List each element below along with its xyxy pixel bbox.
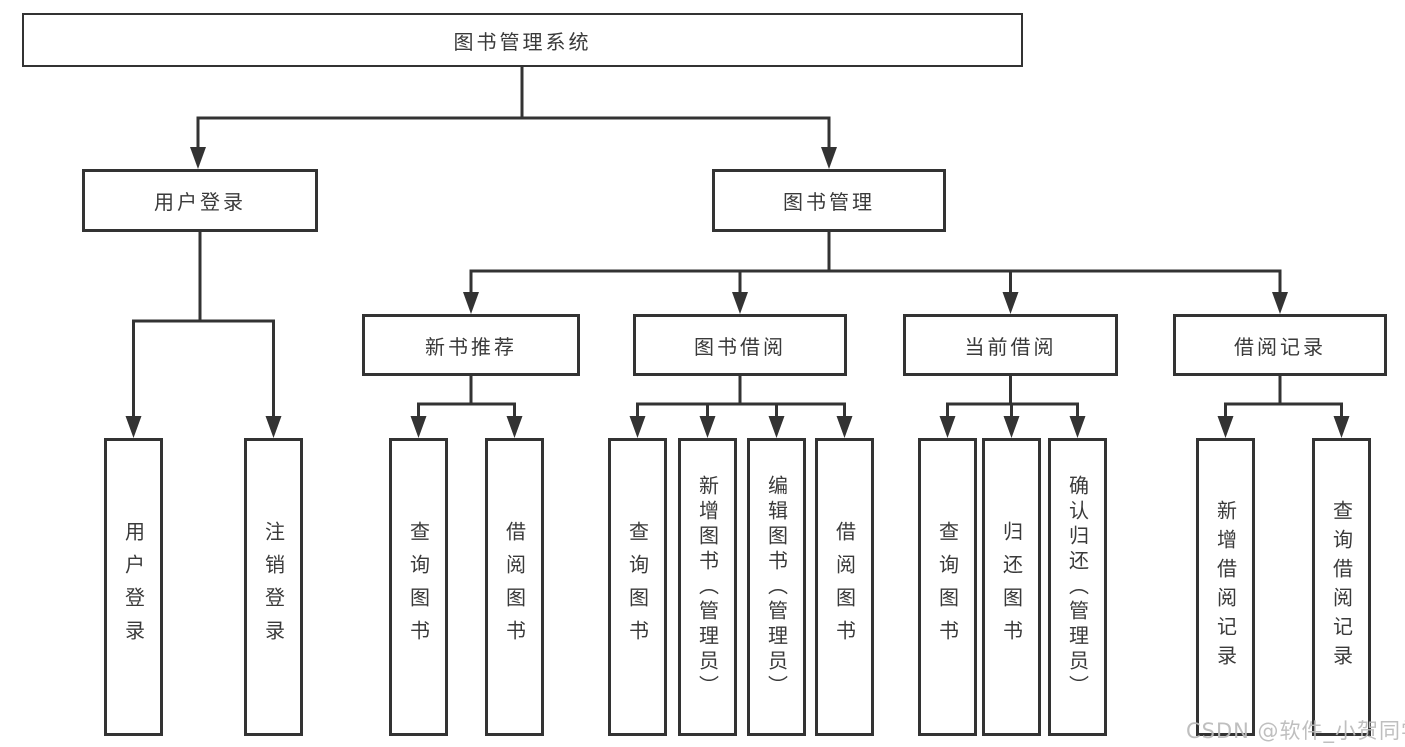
node-user-login: 用户登录 — [82, 169, 318, 232]
node-borrow-records: 借阅记录 — [1173, 314, 1387, 376]
leaf-current-confirm-return-admin: 确认归还（管理员） — [1048, 438, 1107, 736]
node-book-borrow: 图书借阅 — [633, 314, 847, 376]
leaf-borrow-borrow-books: 借阅图书 — [815, 438, 874, 736]
node-book-management: 图书管理 — [712, 169, 946, 232]
leaf-borrow-query-books: 查询图书 — [608, 438, 667, 736]
leaf-records-query-record: 查询借阅记录 — [1312, 438, 1371, 736]
leaf-logout: 注销登录 — [244, 438, 303, 736]
leaf-user-login: 用户登录 — [104, 438, 163, 736]
leaf-newbooks-borrow-books: 借阅图书 — [485, 438, 544, 736]
leaf-current-query-books: 查询图书 — [918, 438, 977, 736]
leaf-borrow-edit-books-admin: 编辑图书（管理员） — [747, 438, 806, 736]
leaf-records-add-record: 新增借阅记录 — [1196, 438, 1255, 736]
node-current-borrow: 当前借阅 — [903, 314, 1118, 376]
watermark: CSDN @软件_小贺同学 — [1186, 719, 1405, 743]
node-new-book-recommend: 新书推荐 — [362, 314, 580, 376]
leaf-current-return-books: 归还图书 — [982, 438, 1041, 736]
arrowheads — [125, 147, 1350, 438]
node-root: 图书管理系统 — [22, 13, 1023, 67]
leaf-newbooks-query-books: 查询图书 — [389, 438, 448, 736]
leaf-borrow-add-books-admin: 新增图书（管理员） — [678, 438, 737, 736]
